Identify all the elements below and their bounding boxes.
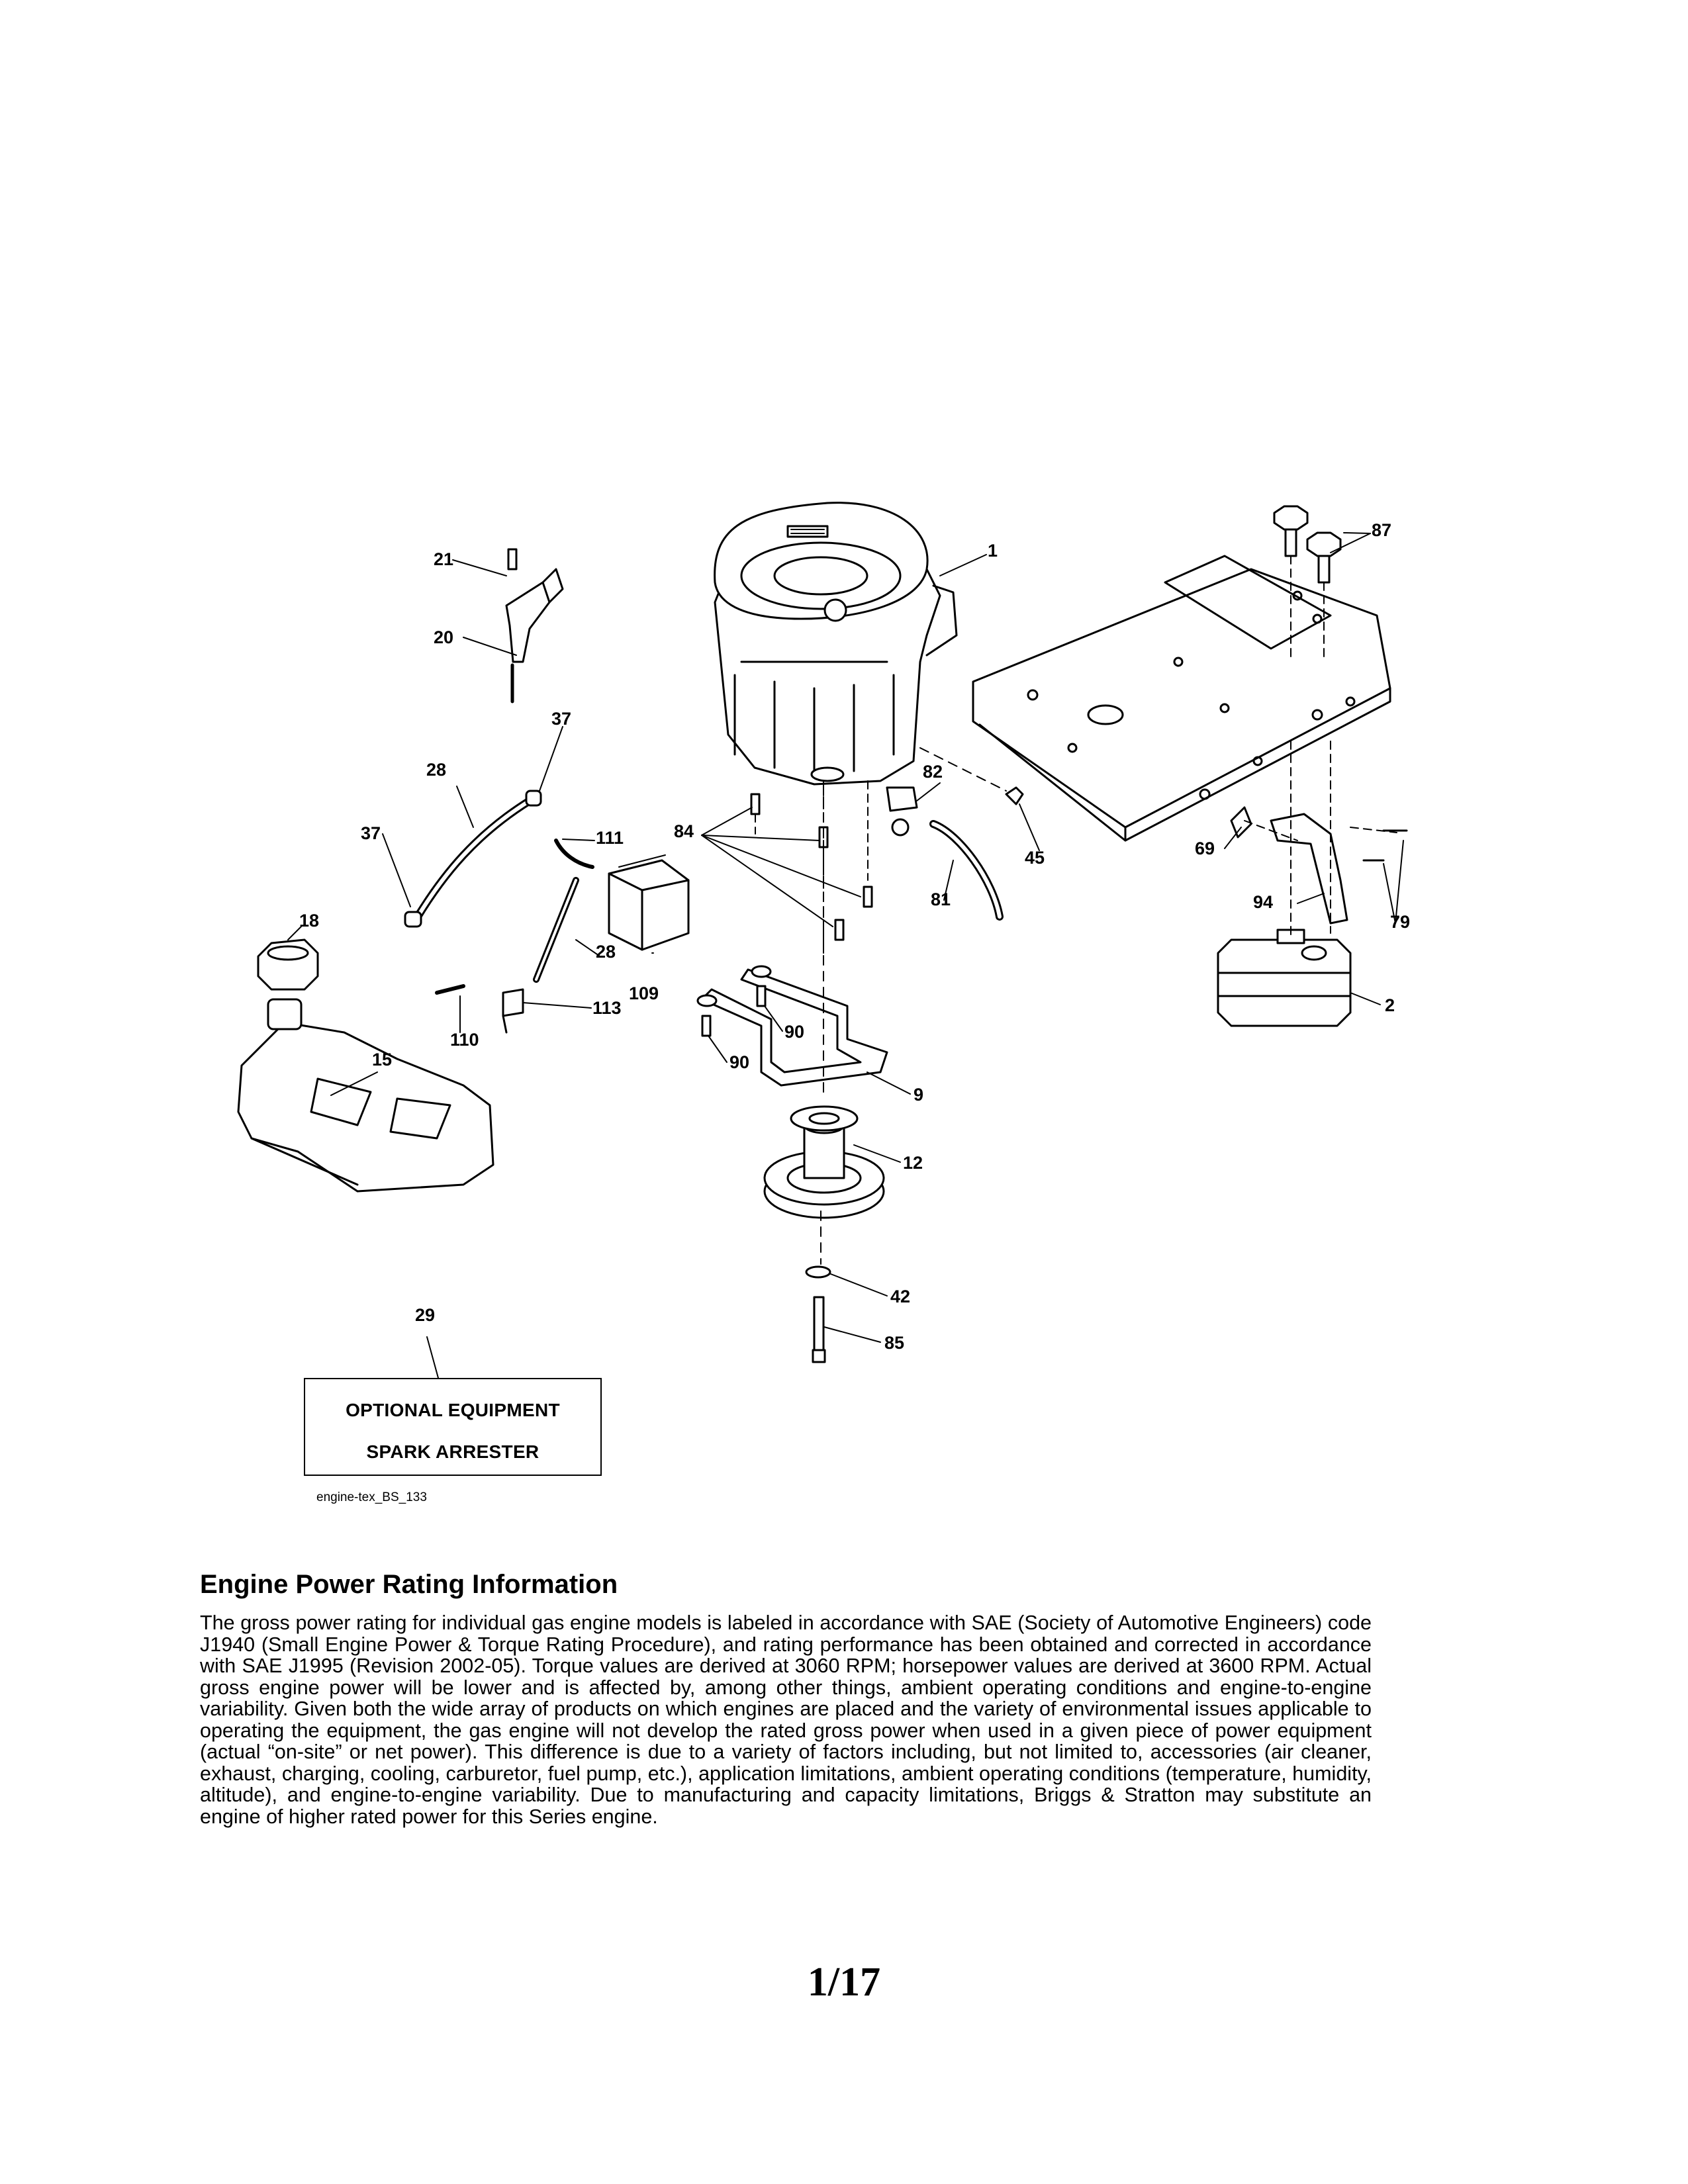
callout-label: 42	[890, 1287, 910, 1306]
knob-part	[1273, 505, 1342, 662]
callout-label: 20	[434, 627, 453, 647]
page-number: 1/17	[807, 1960, 881, 2005]
callout-label: 18	[299, 911, 319, 931]
info-title: Engine Power Rating Information	[200, 1570, 618, 1599]
callout-label: 113	[592, 998, 622, 1018]
engine-bolt-part	[750, 780, 873, 954]
callout-label: 69	[1195, 839, 1215, 858]
optional-equipment-label: OPTIONAL EQUIPMENT	[346, 1400, 560, 1420]
muffler-part	[1217, 741, 1408, 1027]
drawing-id: engine-tex_BS_133	[316, 1490, 427, 1504]
callout-label: 45	[1025, 848, 1045, 868]
callout-label: 2	[1385, 995, 1395, 1015]
callout-label: 28	[426, 760, 446, 780]
callout-label: 82	[923, 762, 943, 782]
leader-lines	[287, 532, 1404, 1379]
callout-label: 79	[1390, 912, 1410, 932]
callout-label: 37	[361, 823, 381, 843]
tractor-frame	[972, 555, 1391, 842]
callout-label: 90	[729, 1052, 749, 1072]
optional-equipment-box: OPTIONAL EQUIPMENT SPARK ARRESTER	[304, 1378, 602, 1476]
spark-arrester-label: SPARK ARRESTER	[366, 1441, 539, 1462]
callout-label: 37	[551, 709, 571, 729]
callout-label: 90	[784, 1022, 804, 1042]
fuel-tank-part	[237, 938, 494, 1193]
fuel-filter-part	[435, 839, 690, 1034]
callout-label: 87	[1372, 520, 1391, 540]
callout-label: 94	[1253, 892, 1273, 912]
callout-label: 21	[434, 549, 453, 569]
throttle-control-part	[505, 548, 564, 704]
callout-label: 109	[629, 983, 659, 1003]
belt-guide-part	[696, 965, 888, 1087]
callout-labels: 1 2 9 12 15 18 20 21 28 28 29 37 37 42 4…	[299, 520, 1410, 1353]
engine-parts-diagram: 1 2 9 12 15 18 20 21 28 28 29 37 37 42 4…	[237, 502, 1410, 1379]
connector-part	[886, 747, 1024, 921]
pulley-part	[763, 780, 885, 1363]
callout-label: 111	[596, 828, 624, 848]
callout-label: 84	[674, 821, 694, 841]
callout-label: 15	[372, 1050, 392, 1069]
callout-label: 28	[596, 942, 616, 962]
callout-label: 29	[415, 1305, 435, 1325]
callout-label: 110	[450, 1030, 479, 1050]
callout-label: 9	[914, 1085, 923, 1105]
callout-label: 81	[931, 889, 951, 909]
fuel-line-part	[404, 790, 579, 983]
callout-label: 1	[988, 541, 998, 561]
engine-part	[714, 502, 958, 786]
callout-label: 12	[903, 1153, 923, 1173]
callout-label: 85	[884, 1333, 904, 1353]
info-body: The gross power rating for individual ga…	[200, 1612, 1372, 1828]
